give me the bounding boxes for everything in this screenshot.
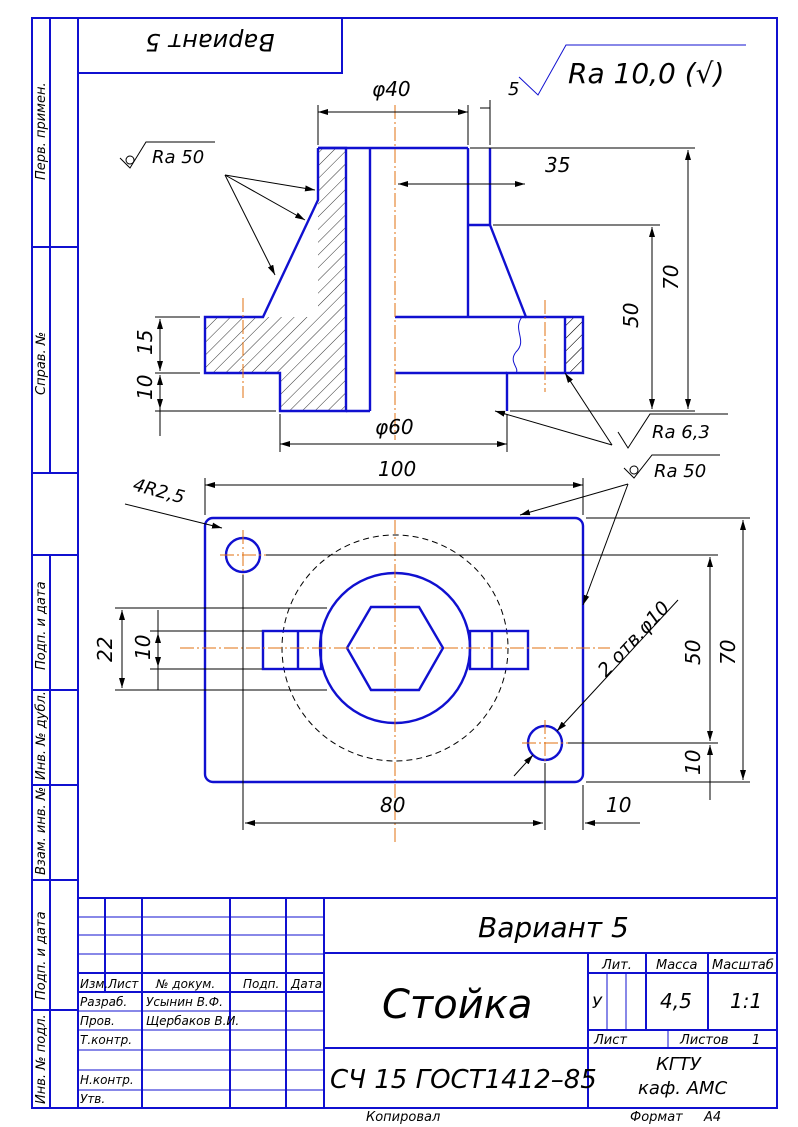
variant-stamp: Вариант 5 xyxy=(77,17,343,74)
footer-copied: Копировал xyxy=(366,1110,440,1125)
tb-sheet-label: Лист xyxy=(593,1033,627,1048)
tb-header-podp: Подп. xyxy=(243,977,279,991)
tb-variant: Вариант 5 xyxy=(478,911,629,944)
footer-format-label: Формат xyxy=(630,1110,683,1125)
tb-header-list: Лист xyxy=(107,977,139,991)
dim-height-total: 70 xyxy=(659,265,683,290)
margin-podp-data-1: Подп. и дата xyxy=(34,581,49,670)
margin-vzam-inv: Взам. инв. № xyxy=(34,787,49,875)
tb-material: СЧ 15 ГОСТ1412–85 xyxy=(330,1065,597,1095)
dim-height-cone: 50 xyxy=(619,303,643,328)
dim-flange: 15 xyxy=(133,330,157,355)
tb-header-doc: № докум. xyxy=(155,977,215,991)
margin-sprav-no: Справ. № xyxy=(34,332,49,395)
dim-height-total-plan: 70 xyxy=(716,640,740,665)
dim-edge-bottom: 10 xyxy=(681,750,705,775)
tb-role-razrab: Разраб. xyxy=(80,995,127,1009)
roughness-general: 5 Ra 10,0 (√) xyxy=(508,44,746,100)
dim-top-diameter: φ40 xyxy=(372,77,411,101)
roughness-base: Ra 6,3 xyxy=(652,422,710,443)
tb-name-razrab: Усынин В.Ф. xyxy=(146,995,223,1009)
margin-labels: Перв. примен. Справ. № Подп. и дата Инв.… xyxy=(34,82,49,1104)
dim-edge: 10 xyxy=(606,793,631,817)
tb-sheets-value: 1 xyxy=(752,1033,760,1048)
dim-slot-outer: 22 xyxy=(93,637,117,662)
front-view: φ40 35 70 50 15 10 φ60 Ra 50 Ra 6,3 xyxy=(119,77,728,452)
roughness-general-dim: 5 xyxy=(508,79,519,100)
tb-mass-label: Масса xyxy=(656,958,697,973)
section-left xyxy=(205,148,346,411)
margin-inv-podl: Инв. № подл. xyxy=(34,1014,49,1104)
margin-perv-primen: Перв. примен. xyxy=(34,82,49,180)
tb-org-1: КГТУ xyxy=(656,1054,702,1075)
margin-inv-dubl: Инв. № дубл. xyxy=(34,691,49,780)
roughness-cone: Ra 50 xyxy=(152,147,204,168)
dim-slot-inner: 10 xyxy=(131,635,155,660)
margin-podp-data-2: Подп. и дата xyxy=(34,911,49,1000)
footer-format-value: А4 xyxy=(703,1110,721,1125)
dim-wall: 35 xyxy=(545,153,570,177)
plan-base-plate xyxy=(203,516,585,784)
tb-role-utv: Утв. xyxy=(80,1092,105,1106)
roughness-general-value: Ra 10,0 (√) xyxy=(568,57,724,90)
tb-header-izm: Изм. xyxy=(80,977,108,991)
dim-bottom-diameter: φ60 xyxy=(375,415,414,439)
dim-width: 100 xyxy=(378,457,416,481)
variant-stamp-text: Вариант 5 xyxy=(145,28,274,56)
tb-scale-value: 1:1 xyxy=(730,989,762,1013)
tb-part-name: Стойка xyxy=(382,982,532,1028)
sheet-frame xyxy=(31,17,778,1109)
tb-lit-value: У xyxy=(592,993,603,1012)
tb-role-prov: Пров. xyxy=(80,1014,115,1028)
tb-lit-label: Лит. xyxy=(601,958,632,973)
dim-width-holes: 80 xyxy=(380,793,405,817)
dim-holes: 2 отв.φ10 xyxy=(594,597,675,681)
tb-org-2: каф. АМС xyxy=(638,1078,728,1099)
tb-role-tkontr: Т.контр. xyxy=(80,1033,132,1047)
dim-base: 10 xyxy=(133,375,157,400)
title-block: Изм. Лист № докум. Подп. Дата Разраб. Ус… xyxy=(78,897,777,1108)
roughness-plan: Ra 50 xyxy=(654,461,706,482)
tb-mass-value: 4,5 xyxy=(660,989,692,1013)
tb-name-prov: Щербаков В.И. xyxy=(146,1014,239,1028)
tb-sheets-label: Листов xyxy=(679,1033,729,1048)
plan-hexagon xyxy=(345,605,445,692)
dim-radius: 4R2,5 xyxy=(131,475,187,509)
tb-scale-label: Масштаб xyxy=(712,958,774,973)
tb-role-nkontr: Н.контр. xyxy=(80,1073,134,1087)
plan-view: 100 4R2,5 Ra 50 22 10 50 70 10 2 xyxy=(93,454,750,845)
tb-header-data: Дата xyxy=(290,977,322,991)
dim-height-holes: 50 xyxy=(681,640,705,665)
